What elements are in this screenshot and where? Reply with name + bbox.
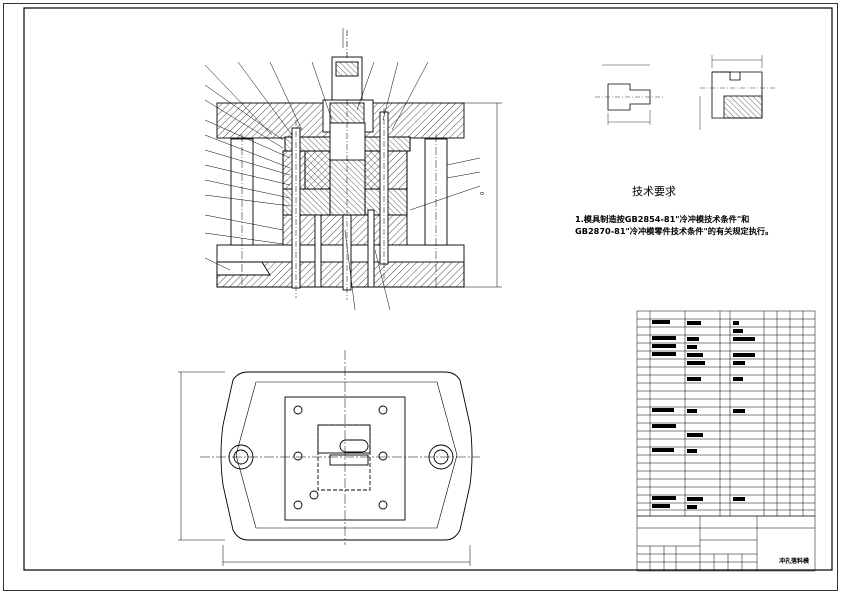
parts-list bbox=[636, 310, 816, 517]
title-block bbox=[636, 515, 816, 572]
technical-requirements-title: 技术要求 bbox=[632, 185, 676, 198]
section-view: 0 bbox=[216, 30, 502, 300]
svg-text:0: 0 bbox=[480, 192, 486, 195]
parts-list-placeholder-text bbox=[652, 320, 755, 509]
detail-views bbox=[595, 55, 775, 130]
technical-requirements-line-1: 1.模具制造按GB2854-81"冷冲模技术条件"和 bbox=[575, 214, 750, 224]
drawing-name: 冲孔落料模 bbox=[779, 558, 810, 565]
plan-view bbox=[178, 350, 480, 566]
inner-border bbox=[23, 7, 833, 571]
technical-requirements-line-2: GB2870-81"冷冲模零件技术条件"的有关规定执行。 bbox=[575, 226, 774, 236]
section-view-leaders bbox=[204, 28, 481, 311]
outer-border bbox=[3, 3, 838, 591]
